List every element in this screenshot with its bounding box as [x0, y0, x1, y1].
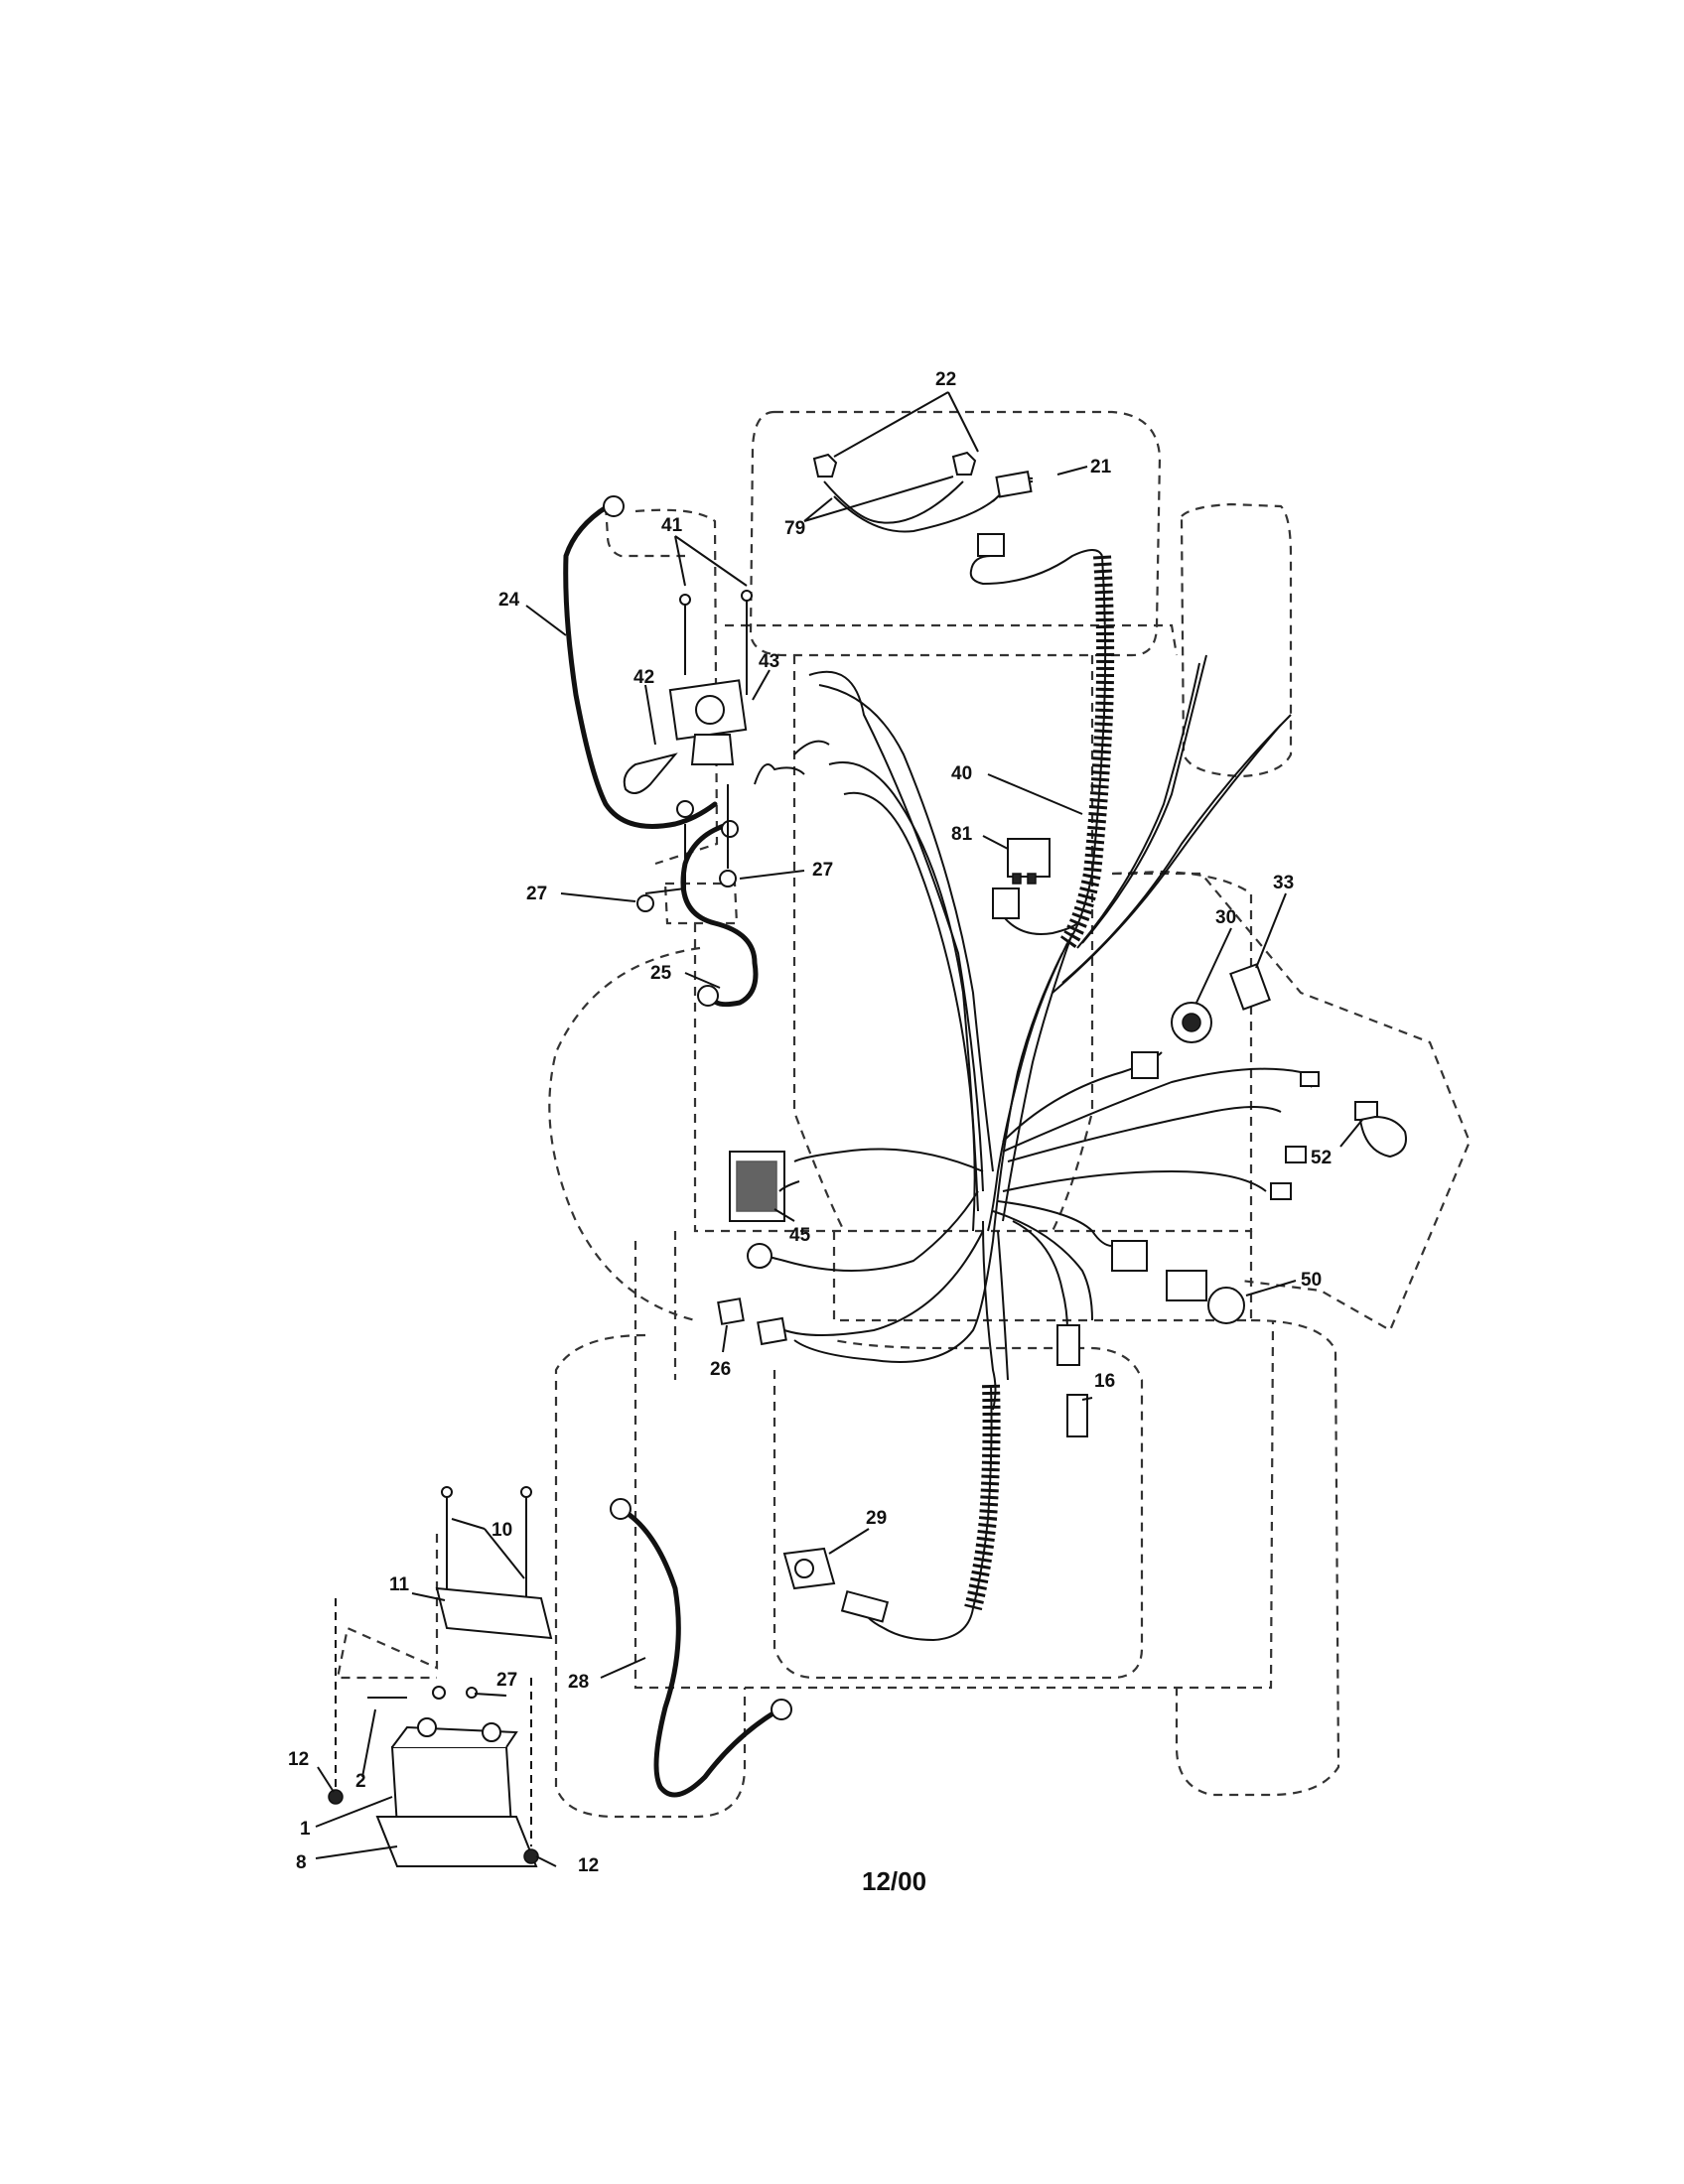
callout-12-right: 12 — [578, 1855, 599, 1876]
callout-52: 52 — [1311, 1148, 1332, 1168]
callout-21: 21 — [1090, 457, 1112, 478]
callout-29: 29 — [866, 1508, 887, 1529]
callout-11: 11 — [389, 1574, 410, 1595]
switch-parts-right — [1056, 963, 1407, 1437]
callout-81: 81 — [951, 824, 973, 845]
callout-16: 16 — [1094, 1371, 1115, 1392]
callout-33: 33 — [1273, 873, 1294, 893]
callout-leaders — [315, 391, 1363, 1867]
callout-40: 40 — [951, 763, 972, 784]
tractor-outline — [336, 410, 1472, 1819]
callout-12-left: 12 — [288, 1749, 309, 1770]
date-code: 12/00 — [862, 1866, 927, 1896]
callout-50: 50 — [1301, 1270, 1322, 1291]
callout-27-left: 27 — [526, 884, 547, 904]
seat-switch-area — [812, 451, 1103, 586]
callout-labels: 22 21 79 41 24 42 43 40 81 27 27 33 30 2… — [288, 369, 1332, 1876]
callout-8: 8 — [296, 1852, 307, 1873]
callout-1: 1 — [300, 1819, 311, 1840]
harness-coil-lower — [840, 1384, 1001, 1642]
callout-30: 30 — [1215, 907, 1236, 928]
solenoid-assembly — [563, 495, 830, 1008]
callout-45: 45 — [789, 1225, 811, 1246]
callout-25: 25 — [650, 963, 672, 984]
battery-group — [328, 1486, 553, 1867]
callout-24: 24 — [498, 590, 520, 611]
harness-coil-upper — [1059, 555, 1115, 949]
callout-79: 79 — [784, 518, 805, 539]
callout-27-battery: 27 — [496, 1670, 517, 1691]
callout-22: 22 — [935, 369, 956, 390]
callout-41: 41 — [661, 515, 683, 536]
callout-26: 26 — [710, 1359, 731, 1380]
relay-81 — [992, 838, 1078, 935]
callout-2: 2 — [355, 1771, 366, 1792]
callout-27-right: 27 — [812, 860, 833, 881]
callout-28: 28 — [568, 1672, 589, 1693]
connectors-lower-left — [717, 1180, 836, 1590]
callout-42: 42 — [633, 667, 654, 688]
battery-cable-28 — [610, 1498, 792, 1798]
callout-43: 43 — [759, 651, 779, 672]
callout-10: 10 — [491, 1520, 512, 1541]
